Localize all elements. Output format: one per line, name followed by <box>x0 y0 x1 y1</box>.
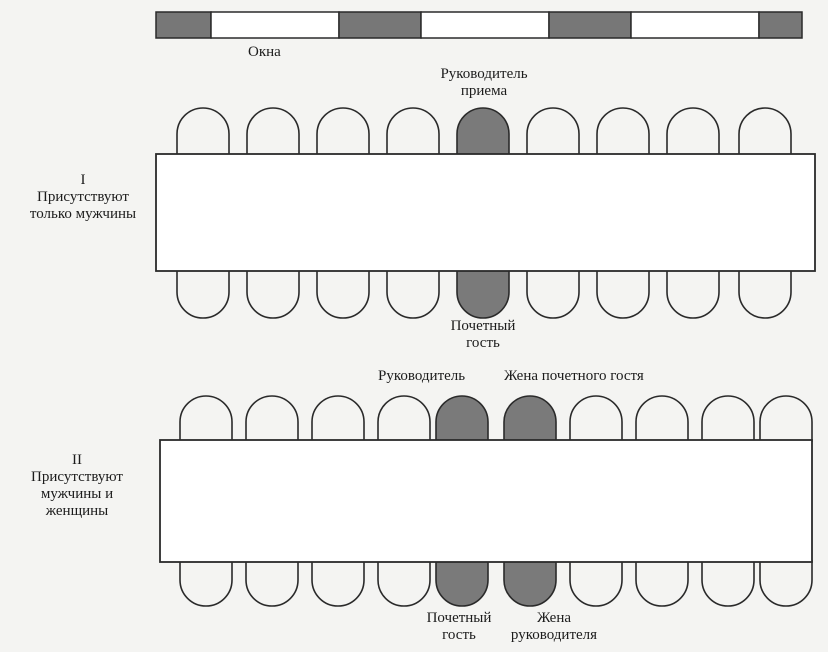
windows-label: Окна <box>248 44 281 60</box>
window-segment-light <box>420 11 550 39</box>
window-segment-dark <box>155 11 212 39</box>
seat-empty <box>246 270 300 319</box>
seat-host <box>456 107 510 157</box>
seat-empty <box>176 107 230 156</box>
window-segment-light <box>210 11 340 39</box>
seat-empty <box>179 560 233 607</box>
seat-empty <box>701 560 755 607</box>
arrangement-ii <box>159 395 813 607</box>
seat-empty <box>316 107 370 156</box>
seat-empty <box>179 395 233 442</box>
seat-guest <box>456 269 510 319</box>
seat-empty <box>596 270 650 319</box>
seat-empty <box>738 270 792 319</box>
seat-empty <box>701 395 755 442</box>
seat-empty <box>386 107 440 156</box>
seat-empty <box>666 270 720 319</box>
seat-empty <box>596 107 650 156</box>
window-segment-dark <box>548 11 632 39</box>
guest-label-i: Почетный гость <box>450 318 516 351</box>
seat-empty <box>759 560 813 607</box>
seat-empty <box>246 107 300 156</box>
guest-label-ii: Почетный гость <box>426 610 492 643</box>
seat-empty <box>759 395 813 442</box>
table-i <box>155 153 816 272</box>
numeral-ii: II <box>72 452 82 468</box>
caption-i: I Присутствуют только мужчины <box>8 172 158 223</box>
host-wife-label-ii: Жена руководителя <box>510 610 598 643</box>
seat-empty <box>245 560 299 607</box>
seat-guest <box>435 559 489 607</box>
seat-empty <box>311 560 365 607</box>
seat-empty <box>666 107 720 156</box>
seat-empty <box>738 107 792 156</box>
host-label-i: Руководитель приема <box>440 66 528 99</box>
seat-empty <box>311 395 365 442</box>
seat-empty <box>176 270 230 319</box>
seat-guest-wife <box>503 395 557 443</box>
numeral-i: I <box>80 172 86 188</box>
caption-ii: II Присутствуют мужчины и женщины <box>2 452 152 520</box>
seat-empty <box>526 107 580 156</box>
seat-host <box>435 395 489 443</box>
window-segment-dark <box>758 11 803 39</box>
seat-empty <box>526 270 580 319</box>
seat-empty <box>635 395 689 442</box>
seat-host-wife <box>503 559 557 607</box>
guest-wife-label-ii: Жена почетного гостя <box>504 368 644 384</box>
table-ii <box>159 439 813 563</box>
seat-empty <box>635 560 689 607</box>
seat-empty <box>377 395 431 442</box>
seat-empty <box>377 560 431 607</box>
seat-empty <box>386 270 440 319</box>
window-segment-light <box>630 11 760 39</box>
seat-empty <box>245 395 299 442</box>
host-label-ii: Руководитель <box>378 368 466 384</box>
seat-empty <box>569 560 623 607</box>
arrangement-i <box>155 107 816 319</box>
window-strip <box>155 11 803 39</box>
seat-empty <box>569 395 623 442</box>
seat-empty <box>316 270 370 319</box>
window-segment-dark <box>338 11 422 39</box>
